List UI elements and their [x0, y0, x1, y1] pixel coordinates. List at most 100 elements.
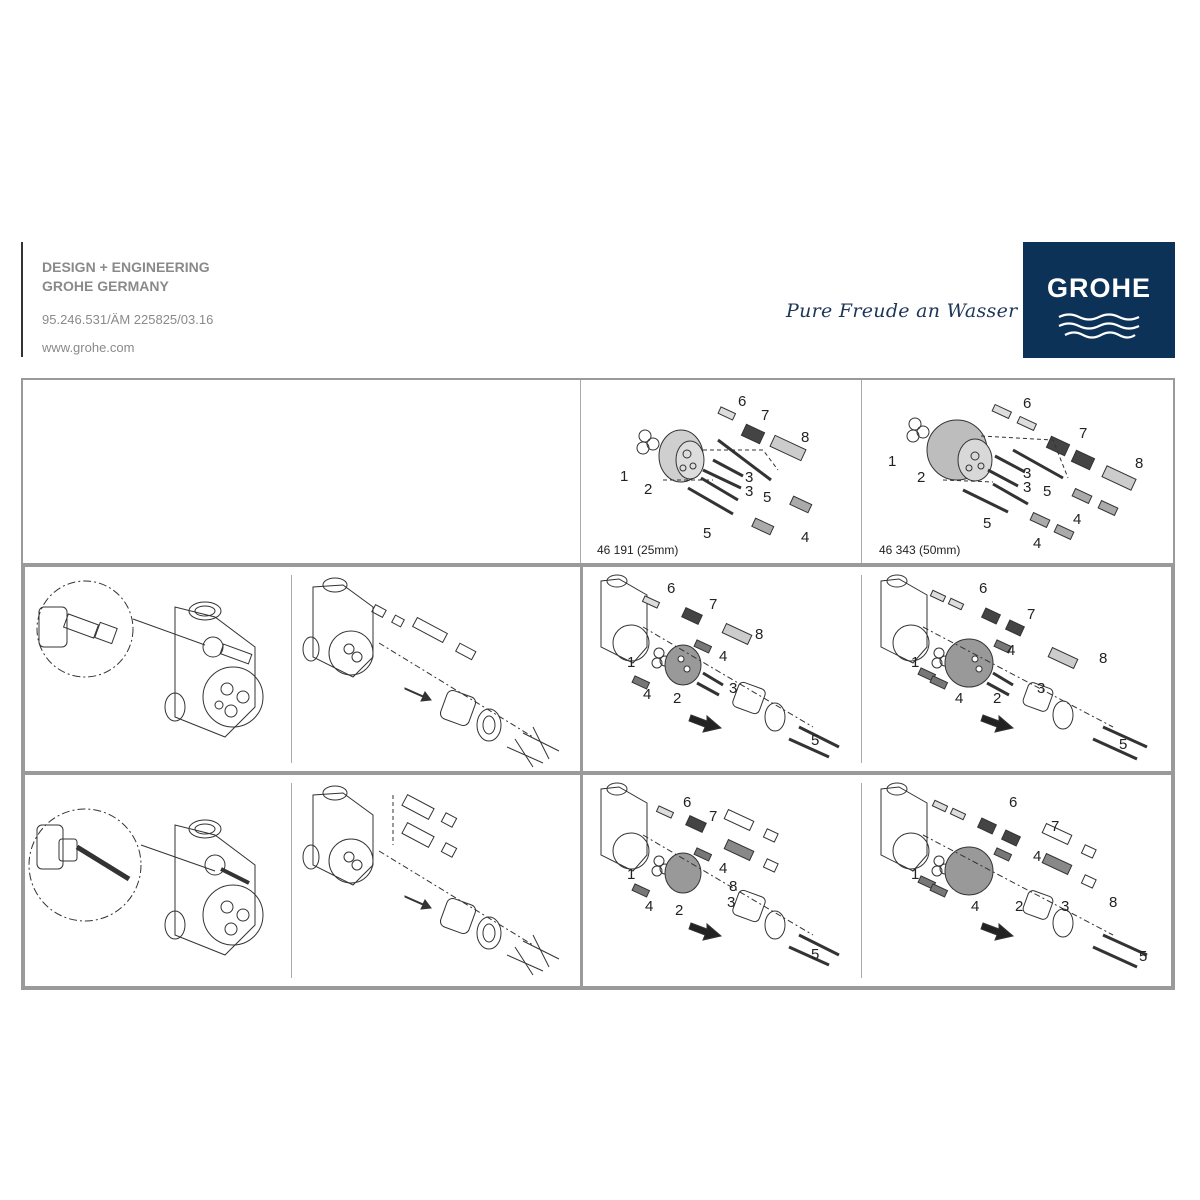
- callout-1: 1: [911, 654, 920, 671]
- callout-4b: 4: [643, 686, 652, 703]
- callout-2: 2: [644, 481, 653, 498]
- callout-1: 1: [911, 866, 920, 883]
- assembly-50mm-diagram-2: 6 7 4 1 4 2 3 8 5: [863, 775, 1171, 982]
- divider: [291, 783, 292, 978]
- divider: [861, 575, 862, 763]
- grohe-logo: GROHE: [1023, 242, 1175, 358]
- callout-4: 4: [719, 648, 728, 665]
- assembly-25mm-diagram: 6 7 8 1 4 4 2 3 5: [583, 567, 861, 771]
- divider: [580, 567, 583, 771]
- callout-4: 4: [801, 529, 810, 546]
- callout-3: 3: [727, 894, 736, 911]
- callout-1: 1: [620, 468, 629, 485]
- callout-6: 6: [1023, 395, 1032, 412]
- divider: [580, 380, 581, 564]
- callout-2: 2: [917, 469, 926, 486]
- callout-7: 7: [709, 596, 718, 613]
- callout-1: 1: [627, 866, 636, 883]
- kit-row: 1 2 3 3 4 5 5 6 7 8 46 191 (25mm): [21, 378, 1175, 564]
- kit-25mm-caption: 46 191 (25mm): [597, 543, 679, 557]
- spindle-detail-square: [25, 567, 291, 771]
- callout-3: 3: [1023, 479, 1032, 496]
- callout-7: 7: [1027, 606, 1036, 623]
- callout-3: 3: [1037, 680, 1046, 697]
- assembly-25mm-extensions-icon: [600, 782, 840, 967]
- callout-8: 8: [729, 878, 738, 895]
- callout-5: 5: [1139, 948, 1148, 965]
- kit-25mm-diagram: 1 2 3 3 4 5 5 6 7 8 46 191 (25mm): [583, 380, 861, 564]
- callout-7: 7: [761, 407, 770, 424]
- callout-8: 8: [755, 626, 764, 643]
- callout-3b: 3: [1023, 465, 1032, 482]
- divider: [580, 775, 583, 986]
- callout-3: 3: [1061, 898, 1070, 915]
- callout-4b: 4: [645, 898, 654, 915]
- callout-6: 6: [1009, 794, 1018, 811]
- callout-2: 2: [993, 690, 1002, 707]
- callout-4: 4: [1073, 511, 1082, 528]
- callout-5: 5: [811, 732, 820, 749]
- callout-8: 8: [1135, 455, 1144, 472]
- exploded-removal-icon: [302, 577, 560, 768]
- callout-5: 5: [763, 489, 772, 506]
- callout-4: 4: [1007, 642, 1016, 659]
- valve-body-splined-spindle-icon: [28, 808, 264, 956]
- callout-8: 8: [1109, 894, 1118, 911]
- divider: [861, 380, 862, 564]
- callout-3: 3: [729, 680, 738, 697]
- callout-4: 4: [1033, 848, 1042, 865]
- callout-2: 2: [1015, 898, 1024, 915]
- callout-1: 1: [888, 453, 897, 470]
- water-waves-icon: [1058, 313, 1140, 339]
- callout-1: 1: [627, 654, 636, 671]
- document-number: 95.246.531/ÄM 225825/03.16: [42, 312, 214, 327]
- header-line-company: GROHE GERMANY: [42, 278, 169, 294]
- callout-2: 2: [675, 902, 684, 919]
- exploded-parts-25mm-icon: [636, 406, 813, 536]
- callout-5b: 5: [983, 515, 992, 532]
- header-line-design: DESIGN + ENGINEERING: [42, 259, 210, 275]
- instruction-row-1: 6 7 8 1 4 4 2 3 5: [21, 563, 1175, 775]
- callout-6: 6: [667, 580, 676, 597]
- assembly-50mm-extensions-icon: [880, 782, 1148, 969]
- kit-50mm-caption: 46 343 (50mm): [879, 543, 961, 557]
- assembly-50mm-diagram: 6 7 4 8 1 4 2 3 5: [863, 567, 1171, 771]
- kit-50mm-diagram: 1 2 3 3 4 4 5 5 6 7 8 46 343 (50mm): [863, 380, 1173, 564]
- callout-8: 8: [801, 429, 810, 446]
- spindle-detail-splined: [25, 775, 291, 982]
- logo-wordmark: GROHE: [1046, 273, 1151, 303]
- brand-tagline: Pure Freude an Wasser: [786, 300, 1018, 322]
- header-rule: [21, 242, 23, 357]
- callout-7: 7: [709, 808, 718, 825]
- cartridge-removal-diagram: [293, 567, 579, 771]
- callout-4b: 4: [1033, 535, 1042, 552]
- callout-6: 6: [979, 580, 988, 597]
- valve-body-square-spindle-icon: [36, 580, 264, 738]
- exploded-parts-50mm-icon: [906, 403, 1137, 541]
- assembly-25mm-icon: [600, 574, 840, 759]
- exploded-removal-extensions-icon: [302, 785, 560, 976]
- callout-4: 4: [719, 860, 728, 877]
- assembly-50mm-icon: [880, 574, 1148, 761]
- callout-8: 8: [1099, 650, 1108, 667]
- callout-5: 5: [1043, 483, 1052, 500]
- divider: [291, 575, 292, 763]
- callout-6: 6: [683, 794, 692, 811]
- callout-4b: 4: [971, 898, 980, 915]
- instruction-row-2: 6 7 4 8 1 4 2 3 5: [21, 775, 1175, 990]
- callout-6: 6: [738, 393, 747, 410]
- callout-5: 5: [811, 946, 820, 963]
- assembly-25mm-diagram-2: 6 7 4 8 1 4 2 3 5: [583, 775, 861, 982]
- instruction-grid: 1 2 3 3 4 5 5 6 7 8 46 191 (25mm): [21, 378, 1175, 990]
- cartridge-removal-diagram-2: [293, 775, 579, 982]
- callout-2: 2: [673, 690, 682, 707]
- callout-3b: 3: [745, 469, 754, 486]
- website-link[interactable]: www.grohe.com: [42, 340, 135, 355]
- callout-3: 3: [745, 483, 754, 500]
- callout-7: 7: [1051, 818, 1060, 835]
- callout-5b: 5: [703, 525, 712, 542]
- callout-7: 7: [1079, 425, 1088, 442]
- divider: [861, 783, 862, 978]
- callout-4b: 4: [955, 690, 964, 707]
- callout-5: 5: [1119, 736, 1128, 753]
